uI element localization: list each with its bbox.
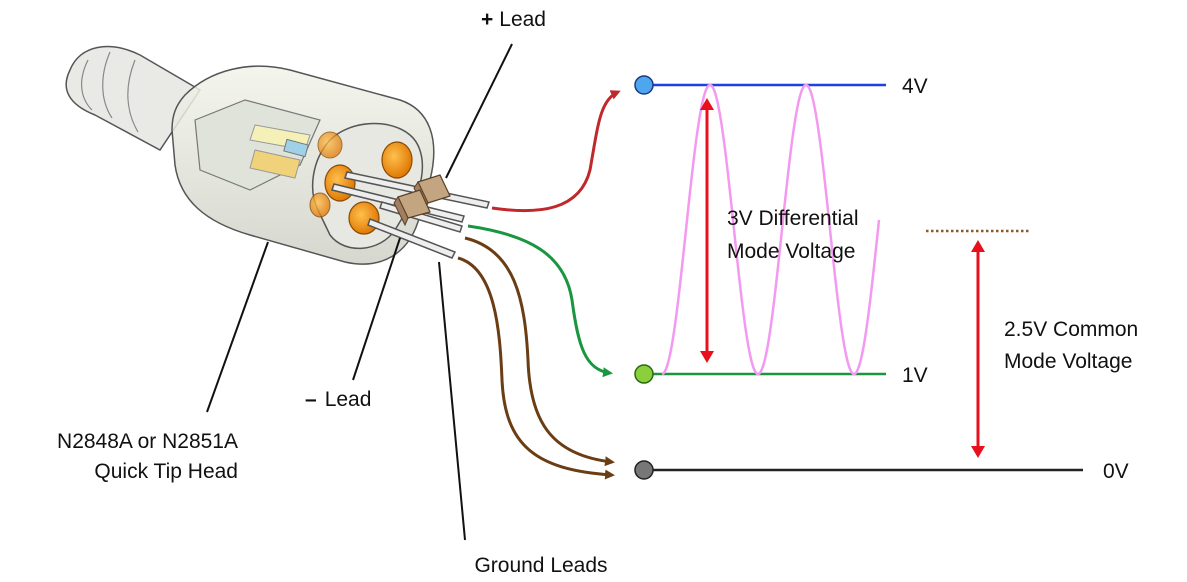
plus-lead-label: + Lead [481, 8, 546, 31]
contact-pad [317, 131, 343, 159]
contact-pad [309, 192, 331, 218]
plus-lead-text: Lead [499, 8, 546, 31]
node-1v [634, 364, 654, 384]
ground-leads-label: Ground Leads [474, 554, 607, 577]
probe-internal-chip [283, 138, 309, 158]
measurement-arrows [700, 98, 985, 458]
differential-label-line2: Mode Voltage [727, 240, 855, 263]
probe-callout-line [206, 241, 269, 413]
node-0v [634, 460, 654, 480]
minus-lead-text: Lead [325, 388, 372, 411]
contact-pad [348, 201, 380, 235]
probe-internal-part [249, 149, 301, 179]
ground-leads-callout-line [438, 261, 466, 541]
minus-connection-arrow [467, 224, 613, 378]
minus-sign: – [305, 388, 317, 411]
probe-cable-rib [102, 51, 113, 119]
ground-connection-arrow [457, 256, 615, 480]
voltage-rails [634, 75, 1083, 480]
common-mode-label-line1: 2.5V Common [1004, 318, 1138, 341]
voltage-label-1v: 1V [902, 364, 928, 387]
contact-pad [381, 141, 413, 179]
common-mode-label-line2: Mode Voltage [1004, 350, 1132, 373]
probe-lead-blocks [393, 174, 451, 227]
minus-lead-block-side [393, 195, 409, 227]
plus-connection-arrow [491, 90, 621, 213]
voltage-label-4v: 4V [902, 75, 928, 98]
connection-arrows [457, 90, 621, 480]
callout-lines [206, 43, 513, 541]
probe-model-label: N2848A or N2851A [57, 430, 238, 453]
node-4v [634, 75, 654, 95]
ground-lead-wire [367, 218, 457, 259]
minus-lead-callout-line [352, 237, 401, 381]
probe-name-label: Quick Tip Head [94, 460, 238, 483]
probe-cable-rib [81, 59, 93, 111]
ground-connection-arrow [464, 236, 615, 467]
voltage-label-0v: 0V [1103, 460, 1129, 483]
plus-lead-callout-line [445, 43, 513, 179]
contact-pad [324, 164, 356, 202]
probe-head-illustration [65, 45, 490, 265]
probe-cable-rib [127, 59, 139, 133]
differential-label-line1: 3V Differential [727, 207, 859, 230]
minus-lead-label: –Lead [305, 388, 371, 411]
differential-sine-wave [661, 83, 881, 376]
plus-sign: + [481, 8, 493, 31]
